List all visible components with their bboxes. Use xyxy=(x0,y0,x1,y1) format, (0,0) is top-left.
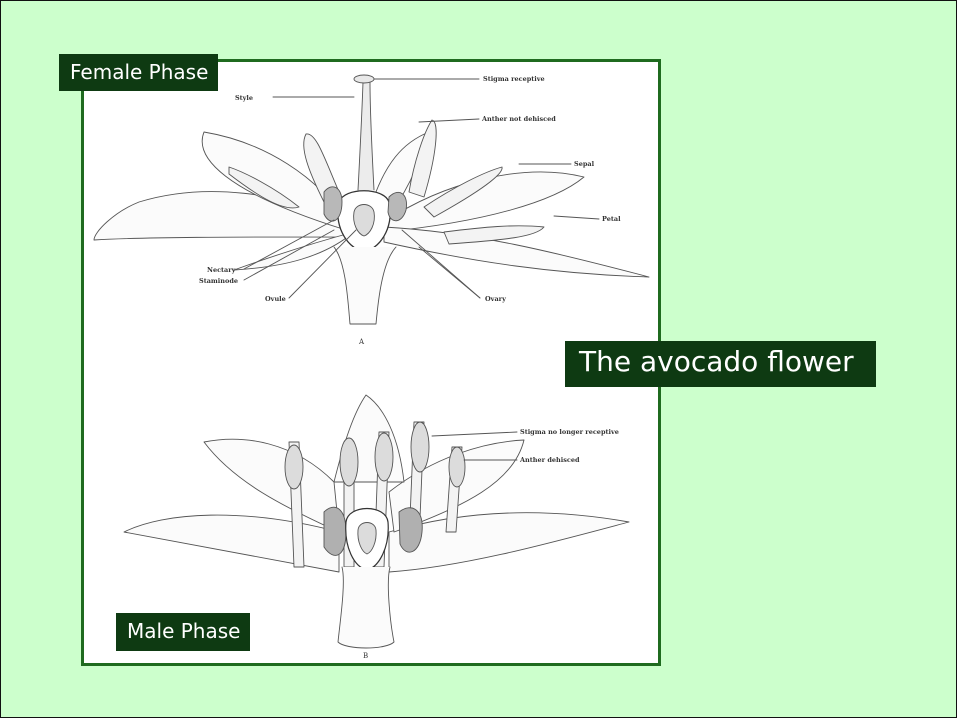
label-anther-not-dehisced: Anther not dehisced xyxy=(481,115,556,123)
label-ovule: Ovule xyxy=(265,295,286,303)
label-petal: Petal xyxy=(602,215,621,223)
female-phase-tag: Female Phase xyxy=(59,54,218,91)
plate-label-a: A xyxy=(358,338,365,346)
male-phase-tag: Male Phase xyxy=(116,613,250,651)
label-ovary: Ovary xyxy=(485,295,506,303)
label-style: Style xyxy=(235,94,253,102)
plate-label-b: B xyxy=(363,652,368,660)
female-phase-flower xyxy=(94,75,649,324)
label-stigma-no-longer-receptive: Stigma no longer receptive xyxy=(520,428,619,436)
label-nectary: Nectary xyxy=(207,266,236,274)
label-staminode: Staminode xyxy=(199,277,238,285)
label-sepal: Sepal xyxy=(574,160,595,168)
slide-title: The avocado flower xyxy=(565,341,876,387)
label-stigma-receptive: Stigma receptive xyxy=(483,75,545,83)
label-anther-dehisced: Anther dehisced xyxy=(519,456,580,464)
